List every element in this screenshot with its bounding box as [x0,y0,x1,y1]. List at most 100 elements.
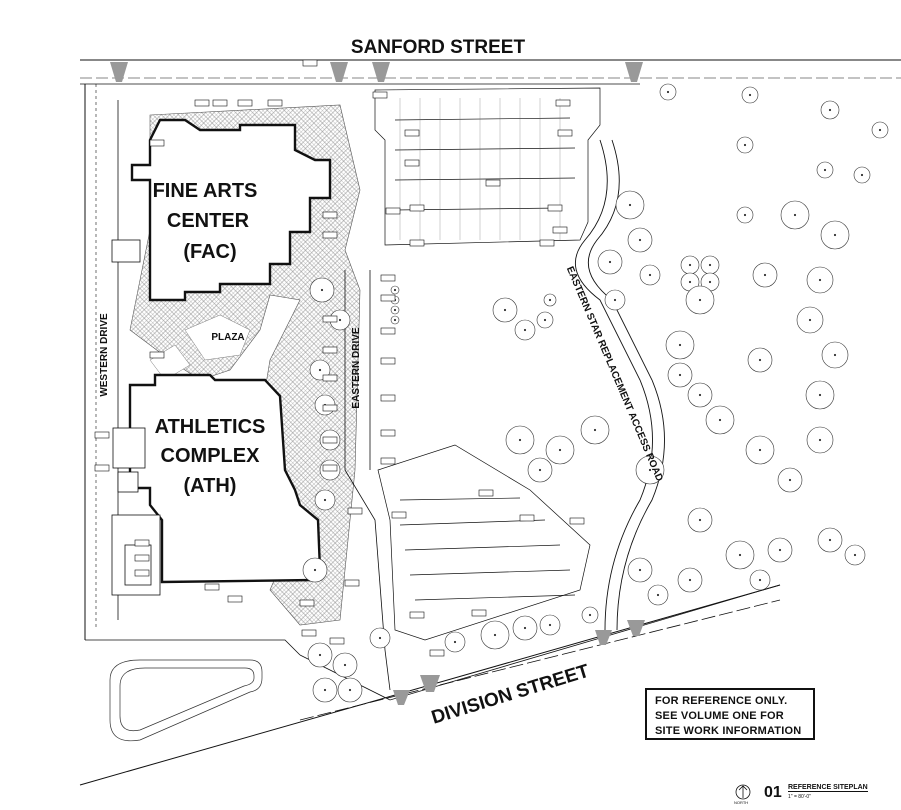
north-label: NORTH [734,800,749,805]
callout-tag [347,507,363,515]
tree-trunk [393,318,397,322]
tree-trunk [743,143,747,147]
tree-trunk [318,368,322,372]
callout-tag [322,315,338,323]
ath-building-outline [128,373,322,584]
tree-trunk [666,90,670,94]
tree-trunk [853,553,857,557]
callout-tag [322,231,338,239]
tree-trunk [523,626,527,630]
tree-trunk [453,640,457,644]
callout-tag [471,609,487,617]
callout-tag [569,517,585,525]
tree-trunk [828,538,832,542]
callout-tag [380,457,396,465]
callout-tag [322,346,338,354]
callout-tag [149,139,165,147]
tree-trunk [628,203,632,207]
note-line-3: SITE WORK INFORMATION [655,725,802,737]
sanford-street-label: SANFORD STREET [351,37,526,58]
drawing-title-block: NORTH 01 REFERENCE SITEPLAN 1" = 80'-0" [734,778,894,806]
tree-trunk [818,438,822,442]
tree-trunk [613,298,617,302]
callout-tag [557,129,573,137]
callout-tag [380,357,396,365]
tree-trunk [828,108,832,112]
entrance-markers [110,62,645,705]
callout-tag [301,629,317,637]
callout-tag [539,239,555,247]
drawing-scale: 1" = 80'-0" [788,794,811,800]
tree-trunk [523,328,527,332]
running-track [109,659,263,742]
tree-trunk [688,578,692,582]
tree-trunk [338,318,342,322]
reference-note-box: FOR REFERENCE ONLY. SEE VOLUME ONE FOR S… [645,688,815,740]
tree-trunk [698,298,702,302]
tree-trunk [688,263,692,267]
callout-tag [322,404,338,412]
tree-trunk [393,308,397,312]
callout-tag [409,239,425,247]
callout-tag [322,374,338,382]
tree-trunk [758,448,762,452]
tree-trunk [593,428,597,432]
plaza-label: PLAZA [211,332,244,343]
tree-trunk [543,318,547,322]
note-line-1: FOR REFERENCE ONLY. [655,695,788,707]
callout-tag [372,91,388,99]
ath-label-line3: (ATH) [184,475,237,497]
callout-tag [94,464,110,472]
callout-tag [478,489,494,497]
tree-trunk [823,168,827,172]
tree-trunk [343,663,347,667]
note-line-2: SEE VOLUME ONE FOR [655,710,784,722]
callout-tag [194,99,210,107]
tree-trunk [678,343,682,347]
callout-tag [302,59,318,67]
callout-tag [380,294,396,302]
callout-tag [547,204,563,212]
tree-trunk [348,688,352,692]
tree-trunk [718,418,722,422]
north-arrow-icon [735,784,751,800]
drawing-title: REFERENCE SITEPLAN [788,784,868,792]
tree-trunk [758,578,762,582]
callout-tag [267,99,283,107]
callout-tag [212,99,228,107]
tree-trunk [818,278,822,282]
callout-tag [299,599,315,607]
tree-trunk [818,393,822,397]
tree-trunk [708,263,712,267]
tree-trunk [323,498,327,502]
tree-trunk [698,518,702,522]
callout-tag [380,394,396,402]
tree-trunk [393,288,397,292]
tree-trunk [320,288,324,292]
callout-tag [404,159,420,167]
tree-trunk [548,623,552,627]
callout-tag [429,649,445,657]
division-street-label: DIVISION STREET [429,661,592,729]
tree-trunk [493,633,497,637]
callout-tag [409,204,425,212]
callout-tag [409,611,425,619]
tree-trunk [748,93,752,97]
callout-tag [380,429,396,437]
tree-trunk [878,128,882,132]
tree-trunk [558,448,562,452]
tree-trunk [518,438,522,442]
callout-tag [94,431,110,439]
eastern-drive-road [344,270,391,691]
tree-trunk [638,238,642,242]
callout-tag [322,211,338,219]
callout-tag [519,514,535,522]
callout-tag [404,129,420,137]
tree-trunk [778,548,782,552]
tree-trunk [763,273,767,277]
callout-tag [380,327,396,335]
tree-trunk [860,173,864,177]
tree-trunk [323,688,327,692]
western-drive-label: WESTERN DRIVE [99,313,110,397]
